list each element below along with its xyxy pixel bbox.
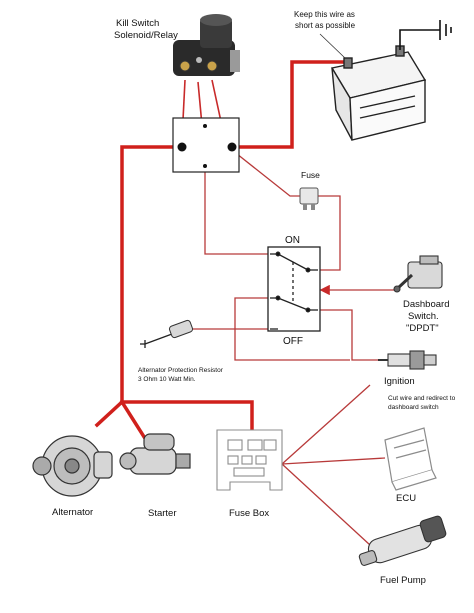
- fuse-label: Fuse: [301, 170, 320, 180]
- ground-wire: [399, 20, 452, 50]
- switch-off-label: OFF: [283, 336, 303, 347]
- fuse: [299, 187, 319, 210]
- kill-switch-label-1: Kill Switch: [116, 18, 159, 29]
- wire-fuse-to-switch-top: [318, 195, 341, 271]
- wire-fusebox-to-ecu: [281, 457, 386, 465]
- ignition-label: Ignition: [384, 376, 415, 387]
- wire-fusebox-to-fuelpump: [281, 463, 371, 546]
- ignition-part: [378, 350, 437, 370]
- ecu-part: [384, 427, 437, 491]
- dashboard-switch-label-1: Dashboard: [403, 299, 449, 310]
- battery: [330, 45, 427, 141]
- wire-trunk-to-alternator: [94, 399, 125, 428]
- ecu-label: ECU: [396, 493, 416, 504]
- dpdt-switch: [267, 246, 321, 332]
- dashboard-switch-part: [393, 255, 443, 293]
- fuse-box-label: Fuse Box: [229, 508, 269, 519]
- cut-wire-label-2: dashboard switch: [388, 404, 439, 411]
- switch-on-label: ON: [285, 235, 300, 246]
- keep-wire-label-2: short as possible: [295, 21, 356, 30]
- keep-wire-pointer: [319, 33, 346, 59]
- fuse-box-part: [216, 429, 283, 491]
- wire-ignition-link: [281, 384, 371, 465]
- alternator-label: Alternator: [52, 507, 93, 518]
- alternator-part: [32, 435, 113, 497]
- fuel-pump-part: [358, 515, 447, 566]
- thin-wires: [190, 149, 398, 546]
- alternator-resistor: [140, 319, 194, 348]
- wire-solenoid-to-battery: [230, 60, 347, 149]
- kill-switch-label-2: Solenoid/Relay: [114, 30, 178, 41]
- dashboard-switch-label-3: "DPDT": [406, 323, 439, 334]
- thick-wires: [94, 60, 347, 443]
- keep-wire-label-1: Keep this wire as: [294, 10, 355, 19]
- wire-trunk-to-fusebox: [120, 400, 254, 430]
- wire-solenoid-to-trunk: [120, 145, 184, 404]
- wire-solenoid-to-switch: [204, 168, 270, 255]
- cut-wire-label-1: Cut wire and redirect to: [388, 395, 456, 402]
- junction-terminal-left: [177, 142, 187, 152]
- solenoid-relay: [173, 14, 240, 76]
- wire-trunk-to-starter: [119, 399, 149, 443]
- wire-switch-lower-right: [318, 309, 388, 361]
- wire-solenoid-to-fuse: [231, 149, 300, 197]
- junction-terminal-right: [227, 142, 237, 152]
- starter-label: Starter: [148, 508, 177, 519]
- resistor-label-1: Alternator Protection Resistor: [138, 367, 224, 374]
- dashboard-switch-label-2: Switch.: [408, 311, 439, 322]
- resistor-label-2: 3 Ohm 10 Watt Min.: [138, 376, 196, 383]
- fuel-pump-label: Fuel Pump: [380, 575, 426, 586]
- starter-part: [119, 433, 191, 475]
